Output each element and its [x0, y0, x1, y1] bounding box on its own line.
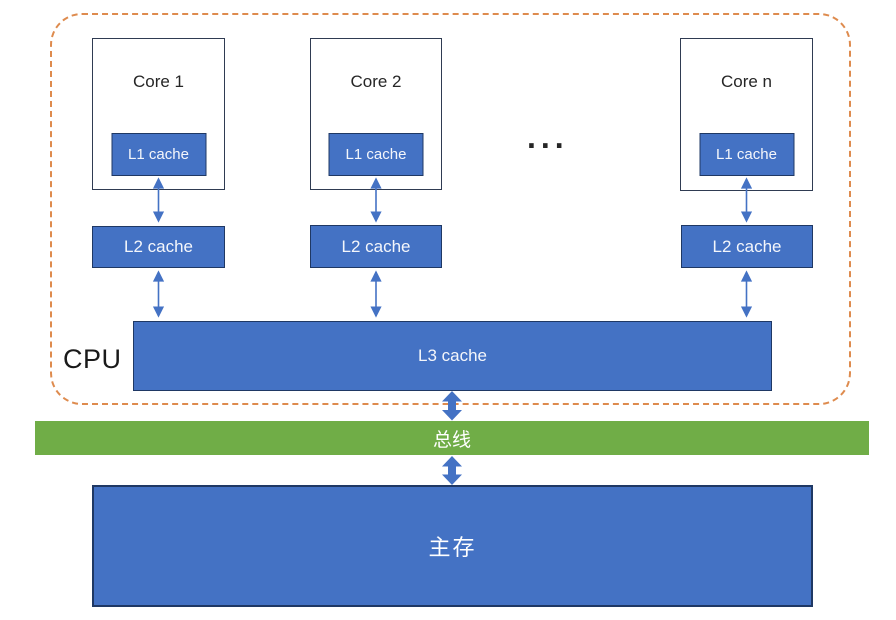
core-2-l2-cache-label: L2 cache [341, 236, 411, 256]
core-n-box: Core n L1 cache [680, 38, 813, 191]
cpu-label: CPU [63, 344, 122, 374]
core-1-l1-cache-box: L1 cache [111, 133, 206, 176]
core-1-box: Core 1 L1 cache [92, 38, 225, 190]
core-1-label: Core 1 [132, 72, 185, 91]
bus-label: 总线 [432, 429, 471, 451]
core-n-l2-cache-box: L2 cache [681, 225, 813, 268]
core-n-label: Core n [720, 72, 773, 91]
core-2-l2-cache-box: L2 cache [310, 225, 442, 268]
core-1-l1-cache-label: L1 cache [128, 146, 189, 163]
core-n-l1-cache-label: L1 cache [716, 146, 777, 163]
core-2-l1-cache-label: L1 cache [345, 146, 407, 163]
core-1-l2-cache-box: L2 cache [92, 226, 225, 268]
main-memory-label: 主存 [428, 535, 477, 560]
core-2-box: Core 2 L1 cache [310, 38, 442, 190]
l3-cache-label: L3 cache [418, 346, 487, 365]
core-2-label: Core 2 [350, 72, 402, 91]
cores-ellipsis: ... [527, 119, 569, 155]
core-1-l2-cache-label: L2 cache [124, 237, 193, 256]
core-n-l1-cache-box: L1 cache [699, 133, 794, 176]
core-n-l2-cache-label: L2 cache [712, 236, 782, 256]
bus-memory-thick-arrow [442, 456, 462, 485]
bus-bar: 总线 [35, 421, 869, 455]
l3-cache-box: L3 cache [133, 321, 772, 391]
main-memory-box: 主存 [92, 485, 813, 607]
core-2-l1-cache-box: L1 cache [328, 133, 424, 176]
